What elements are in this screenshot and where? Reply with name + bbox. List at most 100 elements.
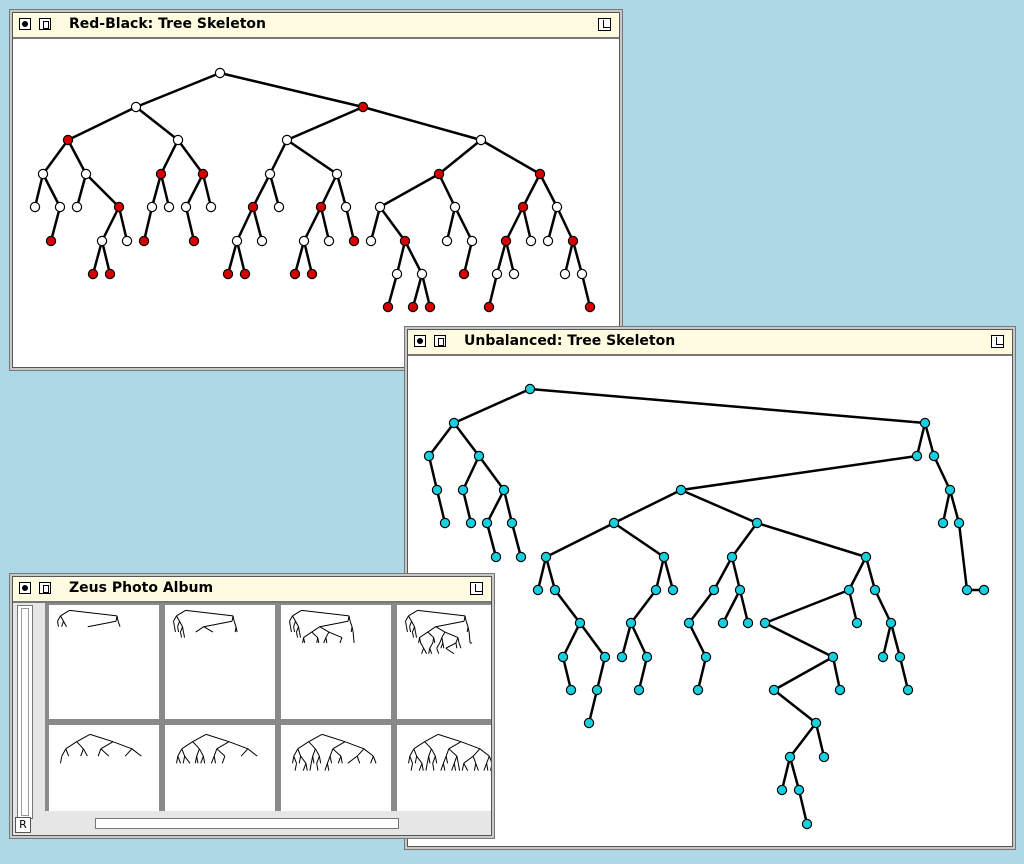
photo-thumbnail[interactable] [165, 605, 275, 719]
tree-node[interactable] [557, 651, 569, 663]
black-node[interactable] [365, 235, 377, 247]
tree-node[interactable] [726, 551, 738, 563]
tree-node[interactable] [608, 517, 620, 529]
tree-node[interactable] [675, 484, 687, 496]
photo-thumbnail[interactable] [165, 725, 275, 811]
black-node[interactable] [205, 201, 217, 213]
black-node[interactable] [391, 268, 403, 280]
red-node[interactable] [306, 268, 318, 280]
black-node[interactable] [466, 235, 478, 247]
tree-node[interactable] [937, 517, 949, 529]
red-node[interactable] [104, 268, 116, 280]
red-node[interactable] [534, 168, 546, 180]
tree-node[interactable] [708, 584, 720, 596]
tree-node[interactable] [448, 417, 460, 429]
red-node[interactable] [424, 301, 436, 313]
black-node[interactable] [441, 235, 453, 247]
photo-thumbnail[interactable] [281, 605, 391, 719]
tree-node[interactable] [524, 383, 536, 395]
tree-node[interactable] [734, 584, 746, 596]
menu-icon[interactable] [39, 18, 51, 30]
red-node[interactable] [62, 134, 74, 146]
black-node[interactable] [71, 201, 83, 213]
menu-icon[interactable] [434, 335, 446, 347]
black-node[interactable] [298, 235, 310, 247]
tree-node[interactable] [953, 517, 965, 529]
tree-node[interactable] [473, 450, 485, 462]
red-node[interactable] [197, 168, 209, 180]
red-node[interactable] [138, 235, 150, 247]
resize-icon[interactable] [470, 582, 483, 595]
black-node[interactable] [449, 201, 461, 213]
tree-node[interactable] [457, 484, 469, 496]
black-node[interactable] [180, 201, 192, 213]
tree-node[interactable] [591, 684, 603, 696]
black-node[interactable] [323, 235, 335, 247]
tree-node[interactable] [834, 684, 846, 696]
tree-node[interactable] [928, 450, 940, 462]
tree-node[interactable] [801, 818, 813, 830]
tree-node[interactable] [869, 584, 881, 596]
tree-node[interactable] [498, 484, 510, 496]
tree-node[interactable] [885, 617, 897, 629]
tree-node[interactable] [860, 551, 872, 563]
black-node[interactable] [340, 201, 352, 213]
unbalanced-titlebar[interactable]: Unbalanced: Tree Skeleton [408, 330, 1012, 356]
tree-node[interactable] [768, 684, 780, 696]
red-node[interactable] [155, 168, 167, 180]
tree-node[interactable] [877, 651, 889, 663]
tree-node[interactable] [431, 484, 443, 496]
tree-node[interactable] [625, 617, 637, 629]
horizontal-scrollbar[interactable] [95, 818, 399, 829]
tree-node[interactable] [894, 651, 906, 663]
black-node[interactable] [281, 134, 293, 146]
black-node[interactable] [491, 268, 503, 280]
tree-node[interactable] [439, 517, 451, 529]
tree-node[interactable] [616, 651, 628, 663]
tree-node[interactable] [843, 584, 855, 596]
black-node[interactable] [163, 201, 175, 213]
tree-node[interactable] [565, 684, 577, 696]
red-node[interactable] [357, 101, 369, 113]
black-node[interactable] [37, 168, 49, 180]
red-node[interactable] [239, 268, 251, 280]
tree-node[interactable] [641, 651, 653, 663]
black-node[interactable] [96, 235, 108, 247]
tree-node[interactable] [776, 784, 788, 796]
black-node[interactable] [214, 67, 226, 79]
red-node[interactable] [500, 235, 512, 247]
red-node[interactable] [289, 268, 301, 280]
red-node[interactable] [567, 235, 579, 247]
black-node[interactable] [121, 235, 133, 247]
tree-node[interactable] [532, 584, 544, 596]
tree-node[interactable] [650, 584, 662, 596]
vertical-scrollbar[interactable] [17, 605, 33, 819]
black-node[interactable] [475, 134, 487, 146]
menu-icon[interactable] [39, 582, 51, 594]
black-node[interactable] [416, 268, 428, 280]
tree-node[interactable] [540, 551, 552, 563]
close-icon[interactable] [19, 18, 31, 30]
tree-node[interactable] [667, 584, 679, 596]
red-node[interactable] [222, 268, 234, 280]
tree-node[interactable] [911, 450, 923, 462]
tree-node[interactable] [759, 617, 771, 629]
black-node[interactable] [54, 201, 66, 213]
tree-node[interactable] [751, 517, 763, 529]
black-node[interactable] [525, 235, 537, 247]
photo-thumbnail[interactable] [49, 725, 159, 811]
tree-node[interactable] [978, 584, 990, 596]
red-node[interactable] [45, 235, 57, 247]
black-node[interactable] [576, 268, 588, 280]
red-node[interactable] [113, 201, 125, 213]
red-node[interactable] [382, 301, 394, 313]
black-node[interactable] [80, 168, 92, 180]
red-node[interactable] [348, 235, 360, 247]
red-node[interactable] [458, 268, 470, 280]
black-node[interactable] [273, 201, 285, 213]
close-icon[interactable] [414, 335, 426, 347]
black-node[interactable] [130, 101, 142, 113]
tree-node[interactable] [784, 751, 796, 763]
photo-thumbnail[interactable] [281, 725, 391, 811]
black-node[interactable] [374, 201, 386, 213]
